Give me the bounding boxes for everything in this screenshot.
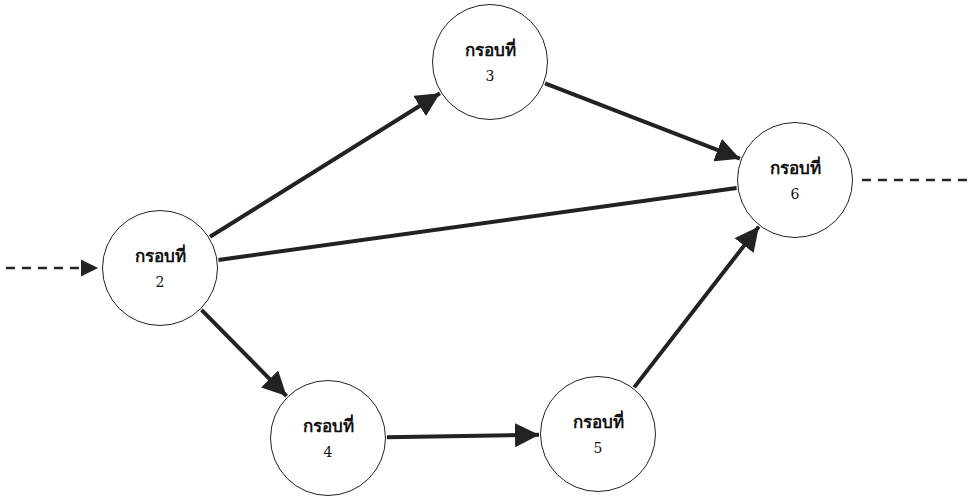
flow-arrow: [218, 188, 736, 260]
frame-circle: กรอบที่ 6: [737, 122, 853, 238]
frame-number: 4: [324, 443, 333, 461]
frame-number: 6: [791, 185, 800, 203]
frame-number: 2: [156, 273, 165, 291]
outgoing-dashed-line: [862, 179, 972, 182]
frame-circle: กรอบที่ 4: [270, 380, 386, 496]
flow-arrow: [387, 435, 539, 437]
flow-arrow: [210, 93, 440, 237]
frame-label: กรอบที่: [135, 245, 186, 267]
incoming-dashed-arrow: [6, 267, 98, 270]
flow-arrow: [545, 83, 740, 158]
frame-label: กรอบที่: [770, 157, 821, 179]
frame-circle: กรอบที่ 2: [102, 210, 218, 326]
frame-circle: กรอบที่ 3: [432, 4, 548, 120]
frame-label: กรอบที่: [573, 411, 624, 433]
frame-label: กรอบที่: [303, 415, 354, 437]
frame-circle: กรอบที่ 5: [540, 376, 656, 492]
flow-arrow: [201, 310, 286, 396]
flow-arrow: [634, 227, 759, 388]
frame-number: 3: [486, 67, 495, 85]
frame-label: กรอบที่: [465, 39, 516, 61]
frame-number: 5: [594, 439, 603, 457]
